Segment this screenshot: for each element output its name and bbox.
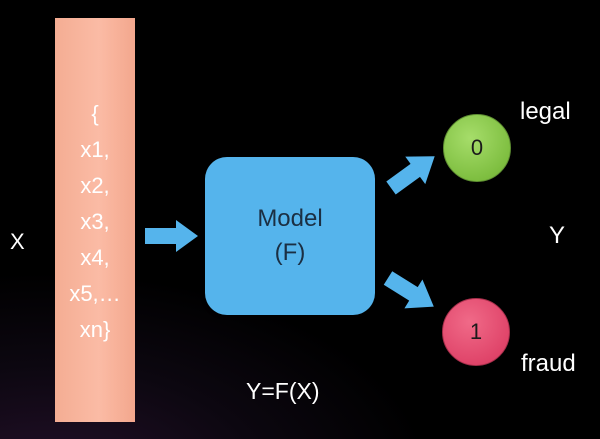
input-label: X [10,229,25,254]
model-title: Model [257,205,323,232]
model-function: (F) [274,239,306,266]
feature-item: { [91,101,99,126]
feature-item: xn} [79,317,111,342]
arrow-input-to-model [145,220,198,252]
output-label: Y [549,222,566,249]
feature-item: x4, [80,245,110,270]
fraud-class-label: fraud [521,350,576,377]
legal-class-value: 0 [470,135,484,160]
legal-class-circle: 0 [443,114,511,182]
model-formula: Y=F(X) [246,378,320,404]
feature-item: x5,… [69,281,121,306]
feature-item: x2, [80,173,110,198]
model-box: Model (F) [205,157,375,315]
legal-class-label: legal [520,98,571,125]
fraud-class-value: 1 [469,319,483,344]
feature-item: x3, [80,209,110,234]
fraud-class-circle: 1 [442,298,510,366]
arrow-model-to-fraud [383,271,434,309]
feature-item: x1, [80,137,110,162]
feature-vector-box: { x1, x2, x3, x4, x5,… xn} [55,18,135,422]
arrow-model-to-legal [386,156,435,195]
